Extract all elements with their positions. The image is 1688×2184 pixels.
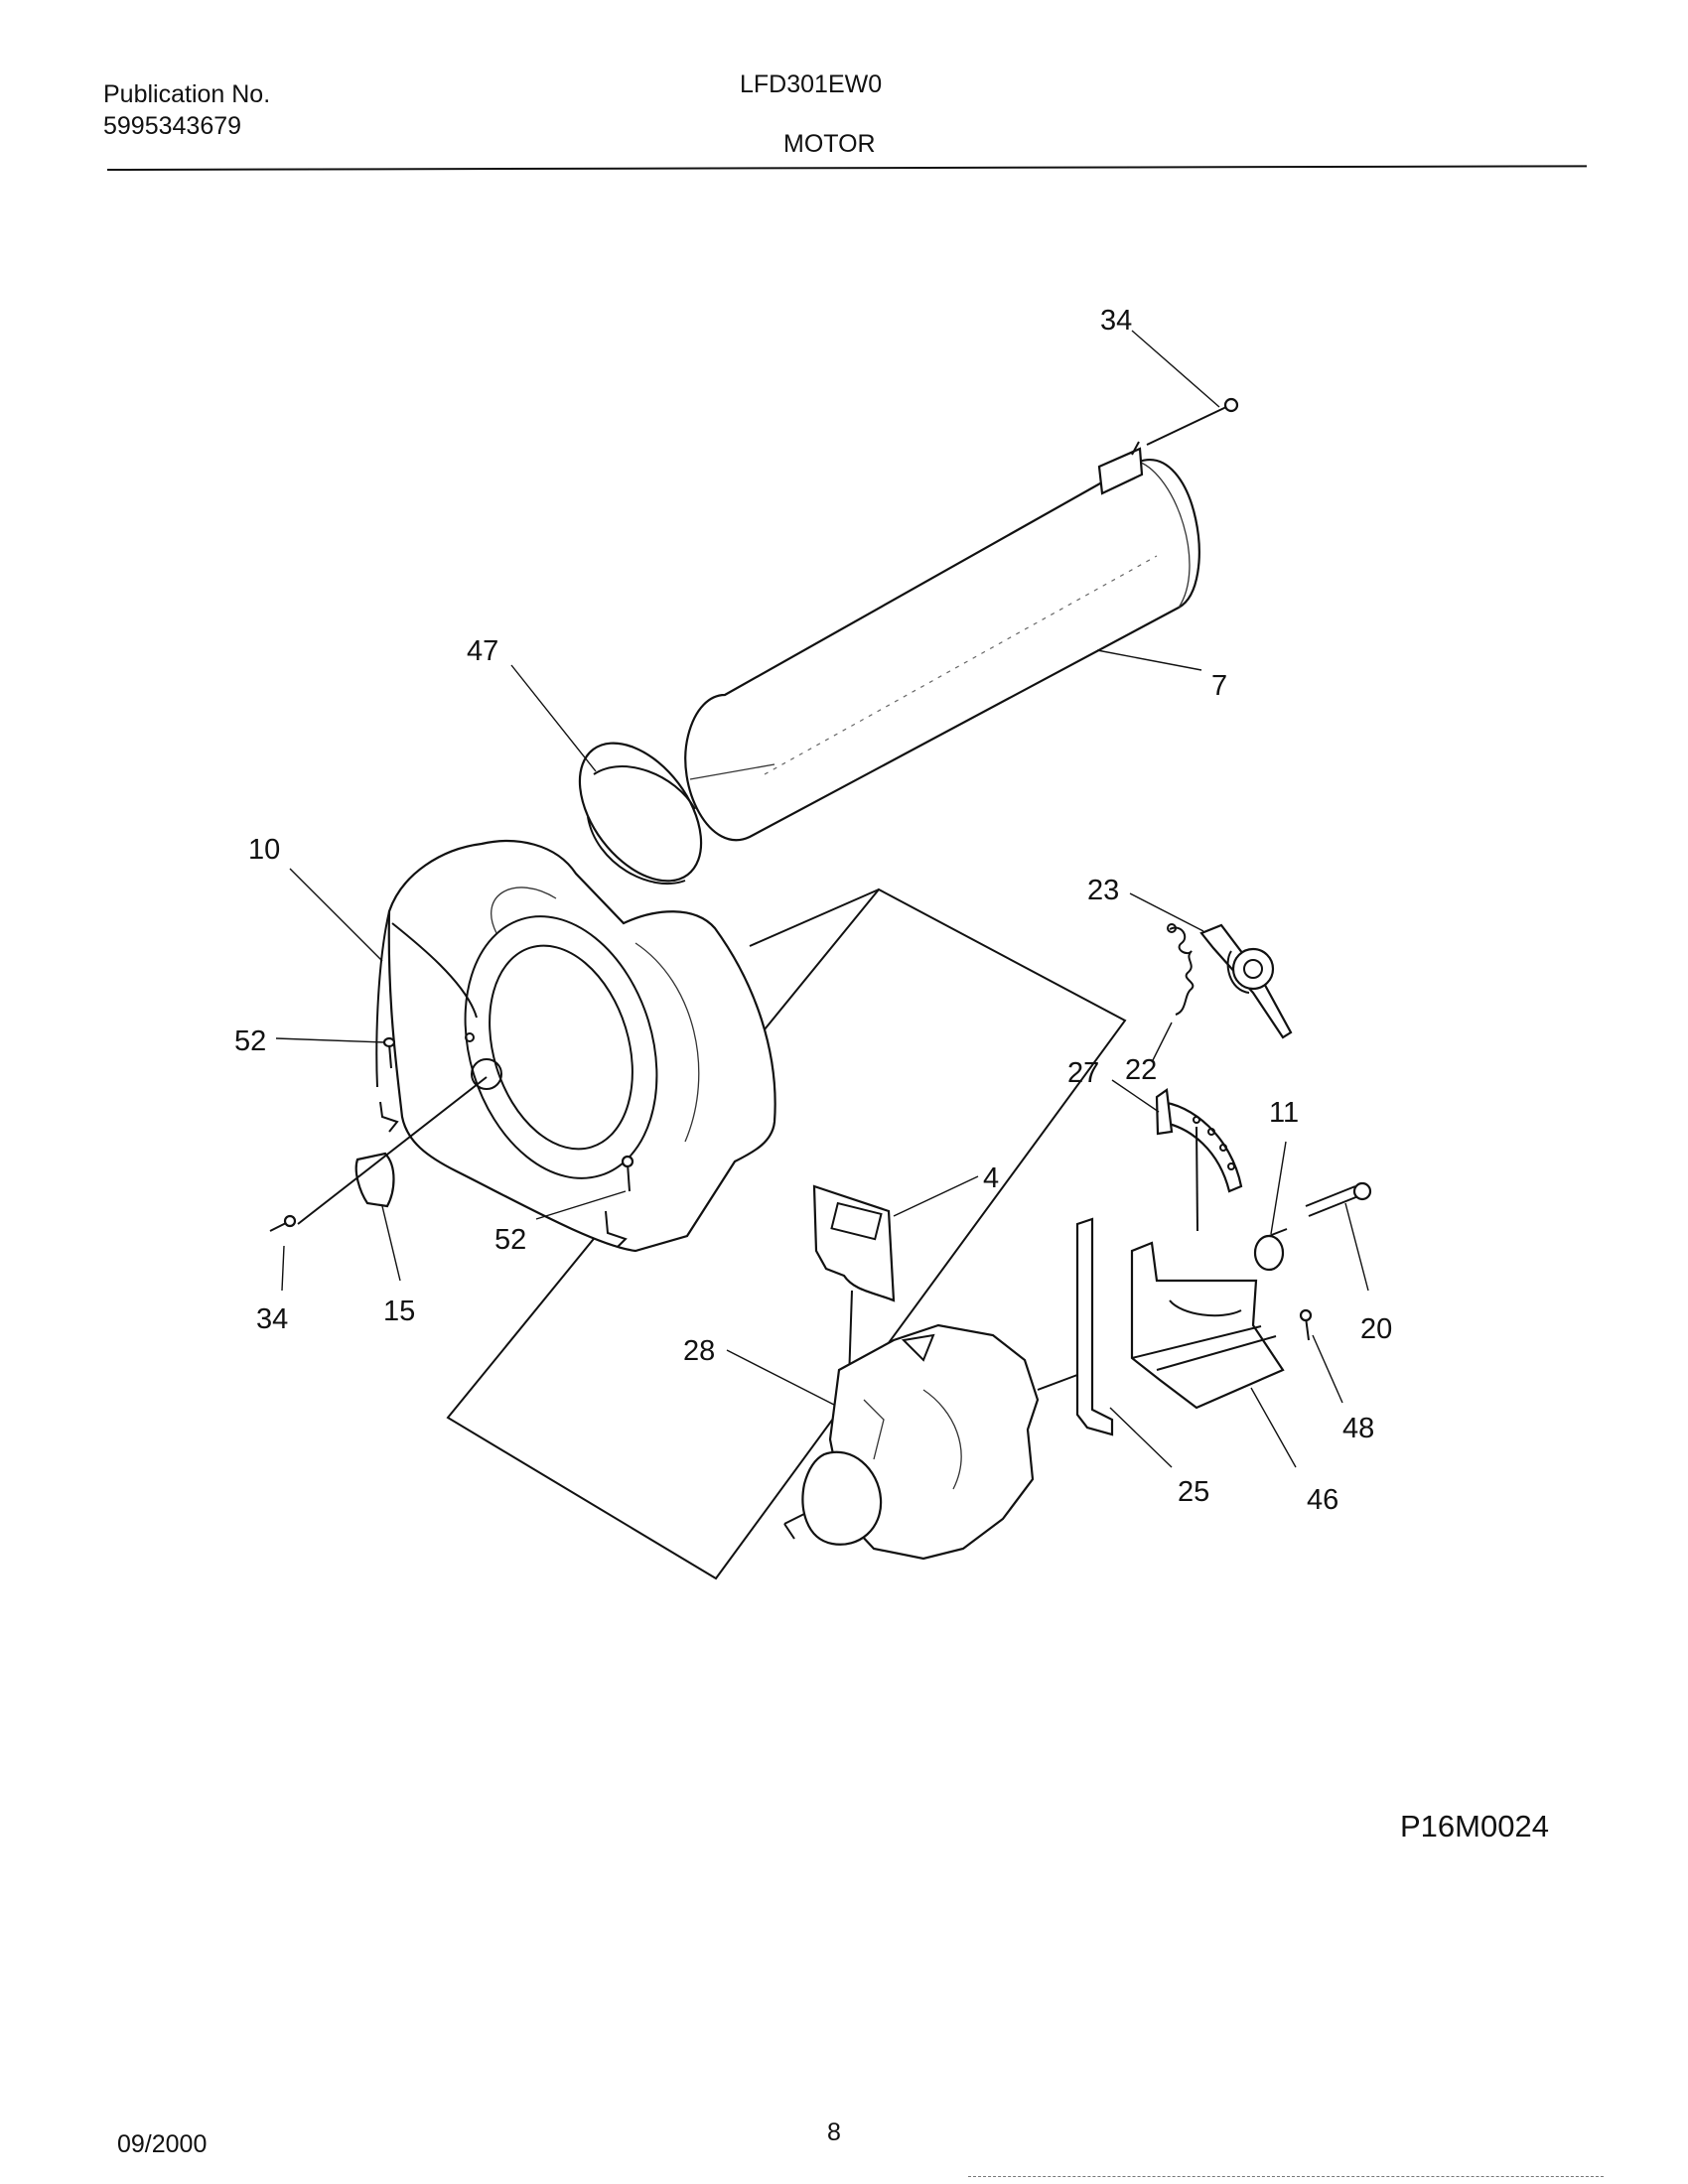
callout-47: 47 [467, 635, 498, 667]
callout-15: 15 [383, 1296, 415, 1327]
housing-screw-left [382, 1036, 396, 1069]
callout-34-left: 34 [256, 1303, 288, 1335]
blower-housing [375, 840, 776, 1253]
top-screw [1146, 397, 1239, 446]
callout-leaders [275, 330, 1369, 1468]
idler-pulley [1199, 923, 1293, 1039]
callout-20: 20 [1360, 1313, 1392, 1345]
callout-25: 25 [1178, 1476, 1209, 1508]
callout-11: 11 [1269, 1097, 1299, 1129]
callout-7: 7 [1211, 670, 1227, 702]
callout-27: 27 [1067, 1057, 1099, 1089]
footer-date: 09/2000 [117, 2130, 208, 2158]
cover-plate [297, 1076, 488, 1225]
publication-label: Publication No. [103, 80, 271, 108]
callout-22: 22 [1125, 1054, 1157, 1086]
page-number: 8 [827, 2118, 841, 2146]
callout-52-left: 52 [234, 1025, 266, 1057]
diagram-code: P16M0024 [1400, 1809, 1549, 1843]
housing-screw-bottom [621, 1155, 634, 1192]
callout-4: 4 [983, 1162, 999, 1194]
section-title: MOTOR [783, 130, 876, 158]
base-plane-outline [446, 887, 1127, 1580]
clamp [1075, 1217, 1114, 1436]
callout-48: 48 [1342, 1413, 1374, 1444]
spring [1167, 923, 1195, 1016]
duct-seal-ring [578, 742, 703, 886]
screw-right [1299, 1308, 1313, 1341]
callout-52-bottom: 52 [494, 1224, 526, 1256]
insulator [812, 1184, 896, 1381]
air-duct [684, 441, 1200, 842]
callout-34-top: 34 [1100, 305, 1132, 337]
footer-dashed-line [968, 2176, 1604, 2177]
bolt [1305, 1181, 1372, 1217]
motor [783, 1323, 1078, 1561]
cover-screw [269, 1214, 297, 1232]
model-number: LFD301EW0 [740, 70, 883, 98]
callout-28: 28 [683, 1335, 715, 1367]
publication-number: 5995343679 [103, 112, 242, 140]
callout-23: 23 [1087, 875, 1119, 906]
idler-arm [1155, 1088, 1243, 1232]
motor-mount [1130, 1241, 1285, 1410]
callout-10: 10 [248, 834, 280, 866]
spacer [1253, 1228, 1288, 1272]
callout-46: 46 [1307, 1484, 1338, 1516]
